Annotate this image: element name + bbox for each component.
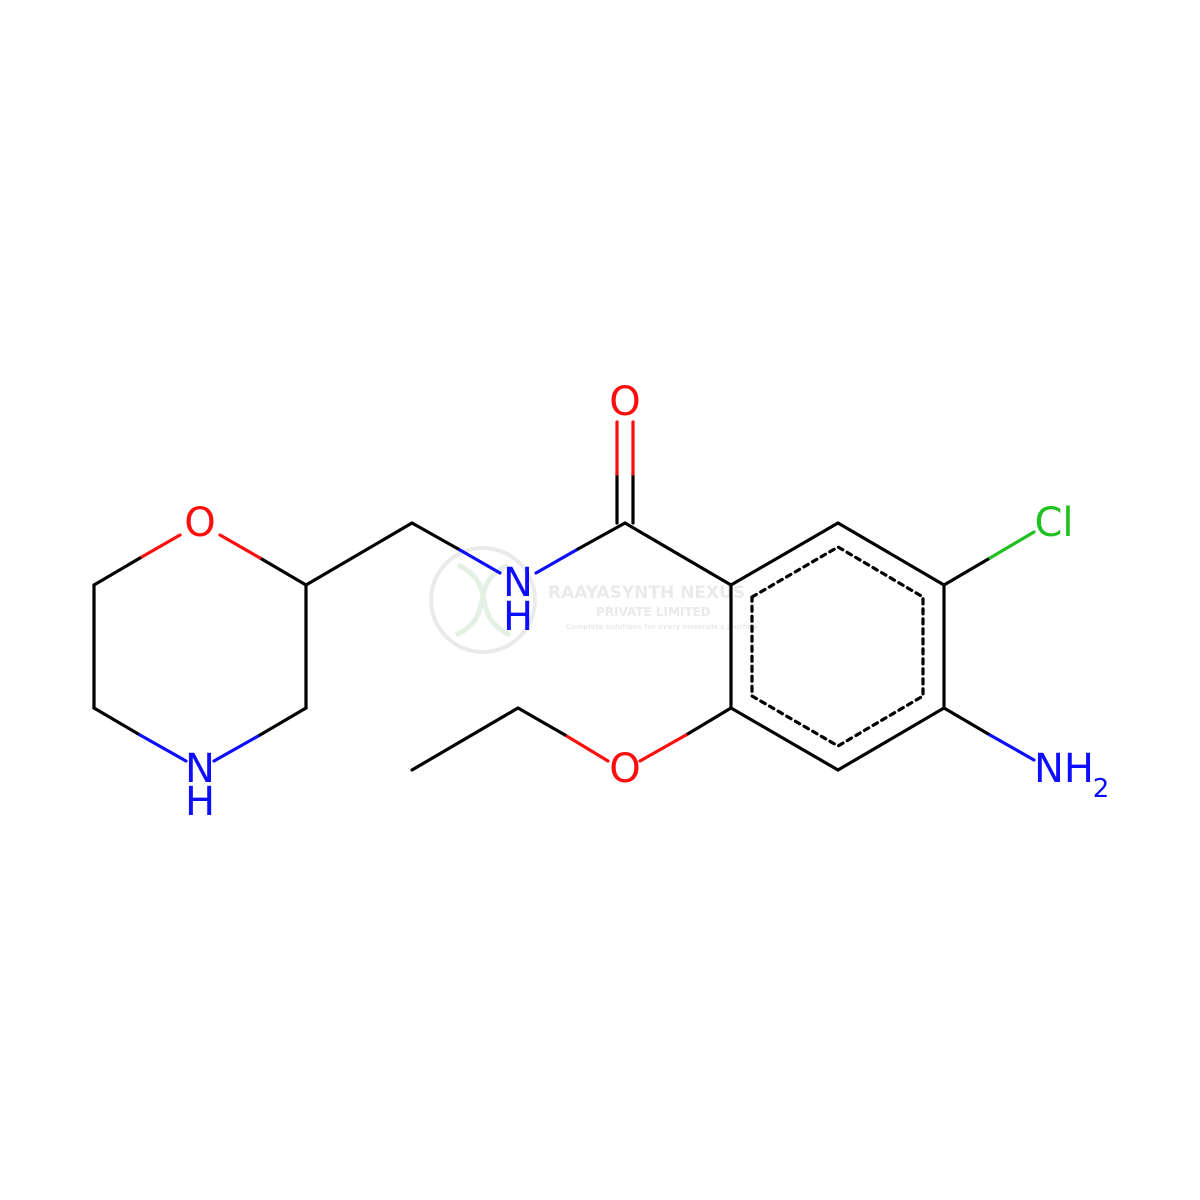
bond-o-ch2 (516, 706, 567, 737)
bond-o-ch2 (563, 733, 610, 763)
atom-amine-subscript: 2 (1093, 774, 1110, 804)
morpholine-ring (92, 533, 308, 763)
atom-amine-nitrogen: NH (1034, 746, 1094, 792)
bond-ch2-ch3 (410, 706, 520, 772)
bond-c-n (92, 706, 142, 737)
watermark-line1: RAAYASYNTH NEXUS (548, 583, 745, 603)
watermark-line2: PRIVATE LIMITED (596, 605, 711, 619)
bond-c-o-ether (684, 706, 733, 737)
atom-labels: O O N H N H Cl NH 2 O (184, 379, 1109, 825)
bond-o-c (92, 556, 142, 587)
bond-c-aryl (623, 521, 733, 587)
atom-chlorine: Cl (1034, 500, 1073, 546)
watermark: RAAYASYNTH NEXUS PRIVATE LIMITED Complet… (429, 546, 757, 654)
bond-n-c (258, 706, 308, 737)
bond-c-nh2 (988, 733, 1036, 762)
bond-ch2-n (410, 521, 462, 552)
ring-bond (836, 521, 946, 587)
atom-ring-nitrogen: N (185, 746, 215, 792)
bond-c-o (218, 533, 262, 560)
benzene-ring (729, 521, 946, 772)
bond-c-cl (942, 556, 992, 587)
dna-helix-icon (454, 562, 512, 638)
atom-ring-hydrogen: H (185, 779, 215, 825)
bond-ch2-n (458, 548, 502, 575)
watermark-line3: Complete solutions for every molecule's … (566, 623, 757, 631)
watermark-logo-icon (429, 546, 537, 654)
bond-o-c (138, 533, 182, 560)
atom-carbonyl-oxygen: O (609, 379, 640, 425)
bond-n-c (576, 521, 627, 551)
bond-c-cl (988, 530, 1036, 560)
aromatic-circle (750, 545, 925, 748)
ring-bond (729, 521, 840, 587)
bond-c-ch2 (304, 521, 414, 587)
atom-ring-oxygen: O (184, 500, 215, 546)
ring-bond (836, 706, 946, 772)
bond-c-o-ether (638, 733, 688, 763)
amide-linker (304, 420, 733, 587)
atom-amide-nitrogen: N (503, 560, 533, 606)
bond-n-c (212, 733, 262, 763)
atom-amide-hydrogen: H (503, 594, 533, 640)
bond-c-n (138, 733, 188, 763)
atom-ether-oxygen: O (609, 746, 640, 792)
bond-c-o (258, 556, 308, 587)
ring-bond (729, 706, 840, 772)
bond-n-c (534, 547, 580, 575)
substituents (410, 530, 1036, 772)
bond-c-nh2 (942, 706, 992, 737)
